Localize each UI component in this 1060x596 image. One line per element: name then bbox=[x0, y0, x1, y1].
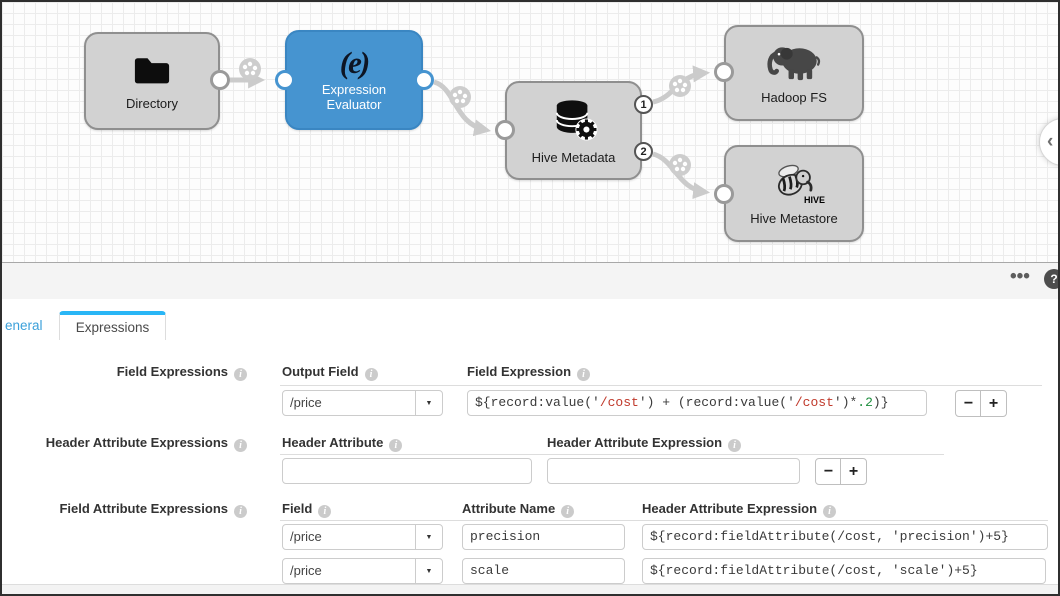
caret-down-icon: ▼ bbox=[425, 567, 433, 575]
help-icon[interactable]: ? bbox=[1044, 269, 1058, 289]
node-directory[interactable]: Directory bbox=[84, 32, 220, 130]
info-icon[interactable]: i bbox=[234, 505, 247, 518]
output-field-caret-button[interactable]: ▼ bbox=[415, 390, 443, 416]
node-label: Hadoop FS bbox=[761, 90, 827, 105]
field-caret-button[interactable]: ▼ bbox=[415, 524, 443, 550]
node-label: Hive Metastore bbox=[750, 210, 838, 226]
tab-expressions[interactable]: Expressions bbox=[59, 311, 166, 340]
node-hive-metadata[interactable]: Hive Metadata bbox=[505, 81, 642, 180]
header-divider bbox=[280, 520, 1048, 521]
info-icon[interactable]: i bbox=[823, 505, 837, 518]
node-label: Directory bbox=[125, 96, 178, 111]
info-icon[interactable]: i bbox=[389, 439, 403, 452]
info-icon[interactable]: i bbox=[318, 505, 332, 518]
header-attribute-input[interactable] bbox=[282, 458, 532, 484]
stream-badge bbox=[239, 58, 691, 176]
more-options-icon[interactable]: ••• bbox=[1010, 266, 1030, 287]
chevron-left-icon: ‹ bbox=[1047, 131, 1054, 152]
header-divider bbox=[280, 385, 1042, 386]
info-icon[interactable]: i bbox=[561, 505, 575, 518]
footer-strip bbox=[2, 584, 1058, 594]
port-hive-metadata-output-1[interactable]: 1 bbox=[634, 95, 653, 114]
hadoop-elephant-icon bbox=[766, 41, 822, 86]
remove-field-expression-button[interactable]: − bbox=[955, 390, 982, 417]
pipeline-canvas[interactable]: Directory (e) Expression Evaluator bbox=[2, 2, 1058, 263]
node-label: Hive Metadata bbox=[531, 149, 616, 165]
caret-down-icon: ▼ bbox=[425, 399, 433, 407]
header-divider bbox=[280, 454, 944, 455]
attribute-name-input[interactable]: precision bbox=[462, 524, 625, 550]
pipeline-links bbox=[230, 58, 711, 200]
hive-wordmark: HIVE bbox=[803, 194, 825, 205]
expression-evaluator-logo-icon: (e) bbox=[339, 45, 370, 80]
field-attribute-expression-input[interactable]: ${record:fieldAttribute(/cost, 'precisio… bbox=[642, 524, 1048, 550]
tab-general[interactable]: eneral bbox=[5, 318, 43, 333]
port-evaluator-output[interactable] bbox=[414, 70, 434, 90]
node-expression-evaluator[interactable]: (e) Expression Evaluator bbox=[285, 30, 423, 130]
hive-bee-icon: HIVE bbox=[771, 162, 825, 207]
remove-header-attribute-button[interactable]: − bbox=[815, 458, 842, 485]
info-icon[interactable]: i bbox=[234, 368, 247, 381]
database-gear-icon bbox=[550, 97, 598, 146]
port-hadoop-fs-input[interactable] bbox=[714, 62, 734, 82]
port-hive-metadata-output-2[interactable]: 2 bbox=[634, 142, 653, 161]
port-hive-metastore-input[interactable] bbox=[714, 184, 734, 204]
add-field-expression-button[interactable]: + bbox=[980, 390, 1007, 417]
caret-down-icon: ▼ bbox=[425, 533, 433, 541]
node-label: Expression Evaluator bbox=[321, 82, 387, 112]
port-hive-metadata-input[interactable] bbox=[495, 120, 515, 140]
header-attribute-expression-input[interactable] bbox=[547, 458, 800, 484]
config-toolbar: ••• ? bbox=[2, 263, 1058, 300]
field-select[interactable]: /price bbox=[282, 524, 417, 550]
output-field-select[interactable]: /price bbox=[282, 390, 417, 416]
field-select[interactable]: /price bbox=[282, 558, 417, 584]
info-icon[interactable]: i bbox=[234, 439, 247, 452]
port-evaluator-input[interactable] bbox=[275, 70, 295, 90]
node-hadoop-fs[interactable]: Hadoop FS bbox=[724, 25, 864, 121]
info-icon[interactable]: i bbox=[728, 439, 742, 452]
field-caret-button[interactable]: ▼ bbox=[415, 558, 443, 584]
add-header-attribute-button[interactable]: + bbox=[840, 458, 867, 485]
folder-icon bbox=[129, 51, 175, 92]
field-expression-input[interactable]: ${record:value('/cost') + (record:value(… bbox=[467, 390, 927, 416]
port-directory-output[interactable] bbox=[210, 70, 230, 90]
info-icon[interactable]: i bbox=[364, 368, 378, 381]
info-icon[interactable]: i bbox=[577, 368, 591, 381]
attribute-name-input[interactable]: scale bbox=[462, 558, 625, 584]
node-hive-metastore[interactable]: HIVE Hive Metastore bbox=[724, 145, 864, 242]
config-tabs: eneral Expressions bbox=[2, 299, 1058, 343]
field-attribute-expression-input[interactable]: ${record:fieldAttribute(/cost, 'scale')+… bbox=[642, 558, 1046, 584]
